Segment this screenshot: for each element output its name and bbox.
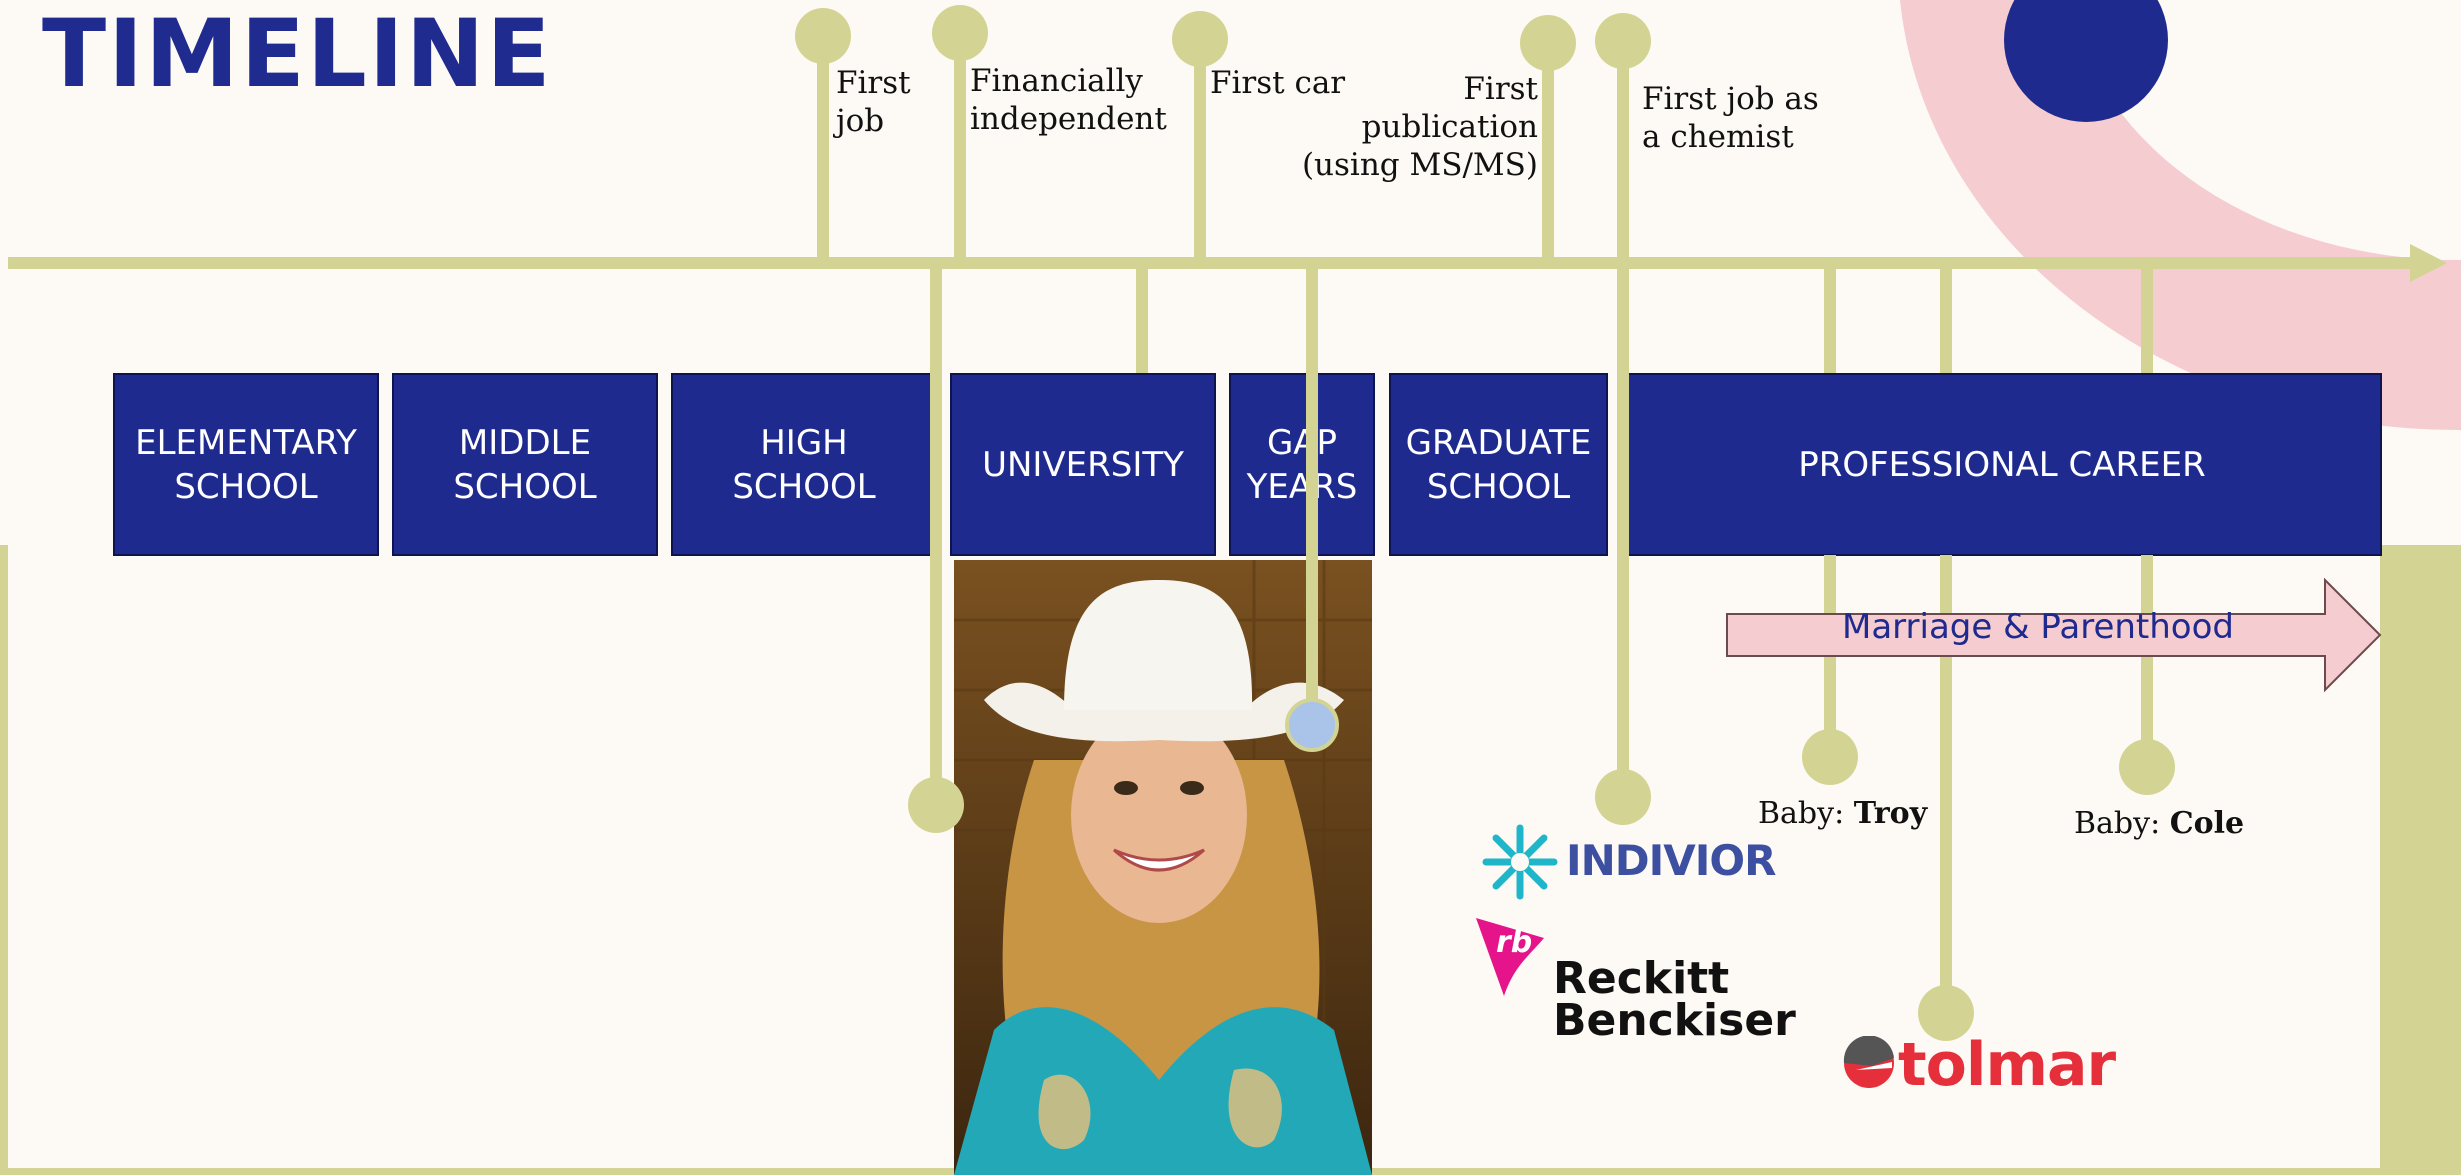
milestone-stem-financially-independent — [954, 34, 966, 258]
baby-cole-label: Baby: Cole — [2074, 806, 2245, 841]
timeline-axis — [8, 257, 2418, 269]
sage-frame-left — [0, 545, 8, 1175]
stage-university: UNIVERSITY — [950, 373, 1216, 556]
connector-career-2 — [1940, 268, 1952, 374]
dot-tolmar — [1918, 985, 1974, 1041]
connector-career-3 — [2141, 268, 2153, 374]
line-high-school-down — [930, 268, 942, 803]
tolmar-logo: tolmar — [1898, 1030, 2116, 1100]
milestone-dot-first-job — [795, 8, 851, 64]
navy-circle — [2004, 0, 2168, 122]
page-title: TIMELINE — [42, 0, 553, 109]
milestone-dot-first-chemist-job — [1595, 13, 1651, 69]
milestone-dot-first-car — [1172, 11, 1228, 67]
dot-chemist-down — [1595, 769, 1651, 825]
marriage-parenthood-arrow — [1726, 578, 2382, 692]
marriage-parenthood-label: Marriage & Parenthood — [1841, 607, 2234, 647]
milestone-dot-first-publication — [1520, 15, 1576, 71]
milestone-label-first-chemist-job: First job as a chemist — [1642, 81, 1819, 155]
portrait-photo — [954, 560, 1372, 1175]
milestone-stem-first-publication — [1542, 44, 1554, 258]
reckitt-benckiser-logo-icon — [1476, 918, 1544, 996]
milestone-label-financially-independent: Financially independent — [970, 63, 1167, 137]
line-chemist-down — [1617, 268, 1629, 795]
reckitt-benckiser-logo-line2: Benckiser — [1553, 995, 1796, 1046]
indivior-logo: INDIVIOR — [1566, 836, 1776, 885]
stage-high-school: HIGH SCHOOL — [671, 373, 937, 556]
indivior-logo-icon — [1482, 824, 1558, 900]
dot-high-school-down — [908, 777, 964, 833]
connector-career-1 — [1824, 268, 1836, 374]
milestone-dot-financially-independent — [932, 5, 988, 61]
dot-cole — [2119, 739, 2175, 795]
tolmar-logo-icon — [1843, 1036, 1894, 1088]
line-tolmar-down — [1940, 555, 1952, 1013]
milestone-label-first-job: First job — [836, 65, 911, 139]
sage-frame-right — [2380, 545, 2461, 1175]
line-gap-years-down — [1306, 268, 1318, 723]
milestone-stem-first-chemist-job — [1617, 42, 1629, 258]
stage-elementary-school: ELEMENTARY SCHOOL — [113, 373, 379, 556]
stage-middle-school: MIDDLE SCHOOL — [392, 373, 658, 556]
baby-troy-label: Baby: Troy — [1758, 796, 1928, 831]
milestone-label-first-publication: First publication (using MS/MS) — [1301, 71, 1538, 183]
reckitt-benckiser-logo-line1: Reckitt — [1553, 953, 1730, 1004]
milestone-label-first-car: First car — [1210, 65, 1346, 101]
line-cole-down — [2141, 555, 2153, 767]
connector-university — [1136, 268, 1148, 374]
photo-marker-dot — [1285, 698, 1339, 752]
milestone-stem-first-car — [1194, 40, 1206, 258]
dot-troy — [1802, 729, 1858, 785]
timeline-arrowhead — [2410, 244, 2447, 282]
stage-gap-years: GAP YEARS — [1229, 373, 1375, 556]
milestone-stem-first-job — [817, 36, 829, 258]
stage-graduate-school: GRADUATE SCHOOL — [1389, 373, 1608, 556]
stage-professional-career: PROFESSIONAL CAREER — [1622, 373, 2382, 556]
reckitt-benckiser-mark: rb — [1496, 925, 1533, 960]
